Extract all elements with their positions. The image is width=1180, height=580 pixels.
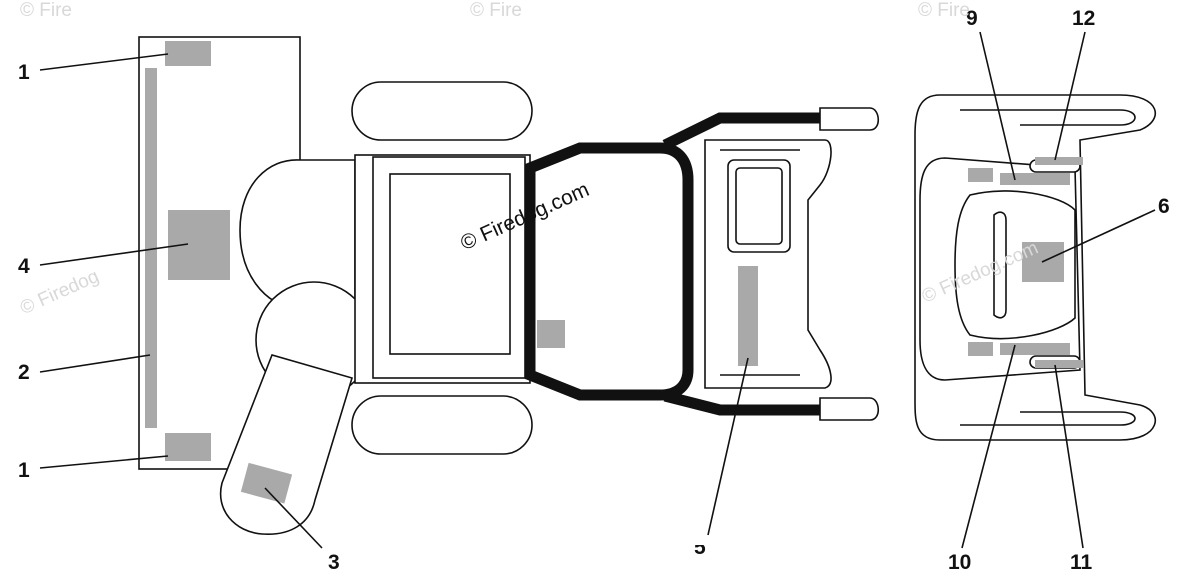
handle-upper [662, 112, 820, 150]
handle-lower [663, 390, 820, 416]
callout-3: 3 [328, 551, 340, 574]
callout-1-top: 1 [18, 61, 30, 84]
callout-12: 12 [1072, 7, 1096, 30]
leader-12 [1054, 31, 1086, 161]
callout-2: 2 [18, 361, 30, 384]
watermark-faint: © Fire [470, 0, 522, 21]
leader-1-top [39, 53, 169, 71]
callout-10: 10 [948, 551, 972, 574]
dashboard-upper-bar [960, 109, 1136, 126]
dashboard-lower-bar [960, 411, 1136, 426]
decal-9 [1000, 173, 1070, 185]
lower-grip [819, 397, 880, 421]
callout-6: 6 [1158, 195, 1170, 218]
upper-grip [819, 107, 880, 131]
decal-12 [1035, 157, 1083, 165]
decal-10-left [968, 342, 993, 356]
leader-9 [979, 31, 1016, 181]
handle-frame [524, 142, 694, 401]
decal-1-bottom [165, 433, 211, 461]
leader-11 [1054, 364, 1084, 549]
decal-2-strip [145, 68, 157, 428]
panel-window-inner [735, 167, 783, 245]
callout-4: 4 [18, 255, 30, 278]
watermark-faint: © Fire [20, 0, 72, 21]
decal-11 [1035, 360, 1083, 368]
leader-2 [39, 354, 151, 373]
decal-9-left [968, 168, 993, 182]
callout-9: 9 [966, 7, 978, 30]
callout-5: 5 [694, 536, 706, 559]
leader-3 [264, 487, 323, 549]
dashboard-console-inner [954, 190, 1076, 340]
engine-cover [389, 173, 511, 355]
watermark-faint: © Fire [918, 0, 970, 21]
decal-center [537, 320, 565, 348]
leader-6 [1041, 209, 1156, 263]
callout-1-bottom: 1 [18, 459, 30, 482]
dashboard-slot [993, 211, 1007, 319]
decal-3 [240, 462, 293, 504]
decal-10 [1000, 343, 1070, 355]
decal-1-top [165, 41, 211, 66]
leader-10 [961, 344, 1016, 549]
decal-5 [738, 266, 758, 366]
leader-5 [707, 357, 749, 536]
left-wheel [351, 81, 533, 141]
right-wheel [351, 395, 533, 455]
leader-1-bottom [39, 455, 169, 469]
callout-11: 11 [1070, 551, 1093, 574]
leader-4 [39, 243, 189, 266]
